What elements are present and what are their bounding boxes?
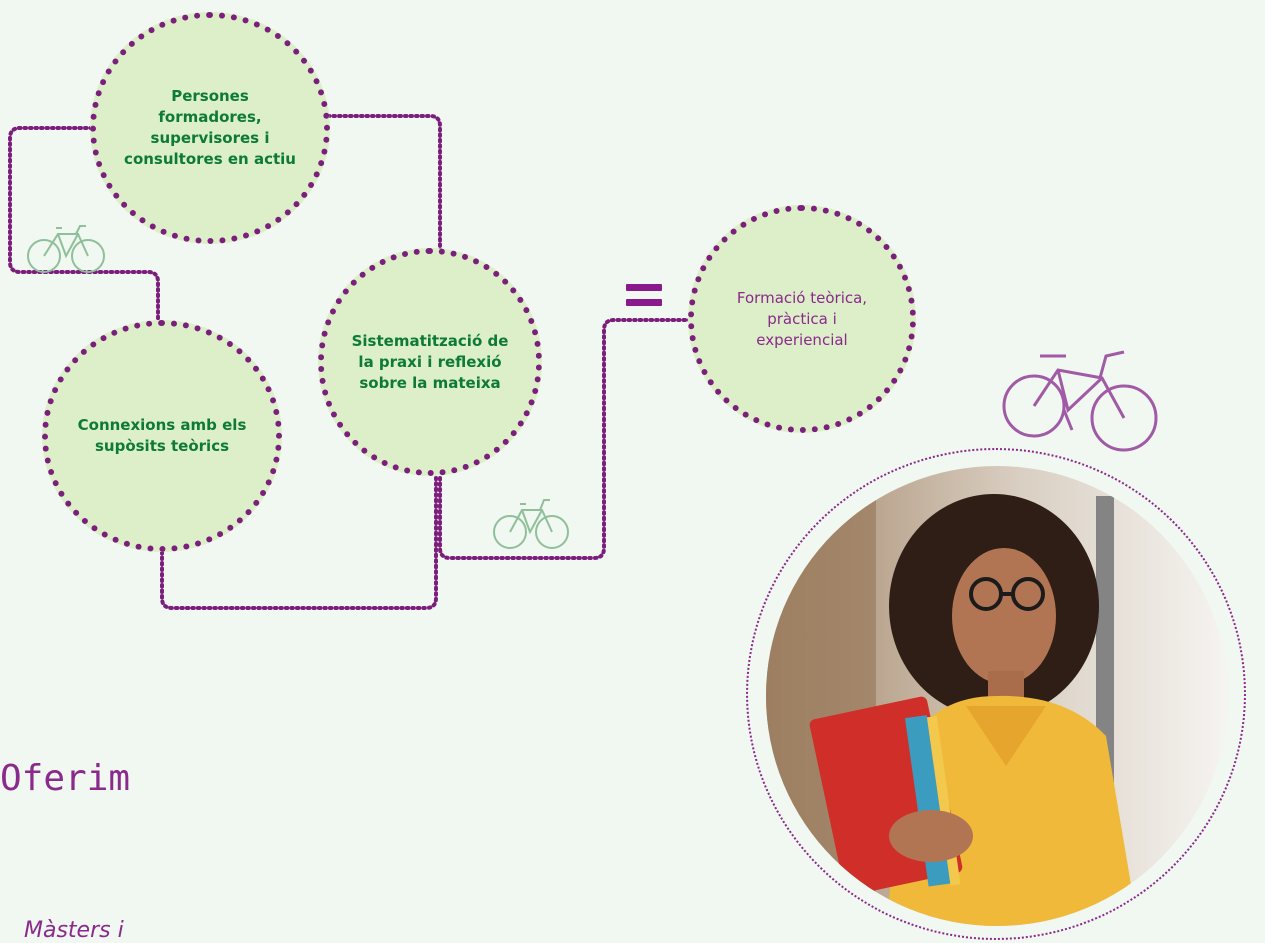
diagram-node-practitioners: Persones formadores, supervisores i cons… <box>90 12 330 244</box>
equals-icon <box>626 284 662 306</box>
node-label: Connexions amb els supòsits teòrics <box>77 416 247 455</box>
photo-frame <box>746 448 1246 940</box>
diagram-node-systematization: Sistematització de la praxi i reflexió s… <box>318 248 542 476</box>
connector-node3-node2 <box>160 476 438 610</box>
section-subtitle: Màsters i <box>24 918 124 943</box>
node-label: Persones formadores, supervisores i cons… <box>124 87 296 168</box>
node-label: Sistematització de la praxi i reflexió s… <box>351 331 509 392</box>
section-title: Oferim <box>0 758 131 799</box>
connector-node2-node4 <box>438 318 692 560</box>
diagram-node-outcome: Formació teòrica, pràctica i experiencia… <box>688 205 916 433</box>
bicycle-icon <box>1002 350 1158 452</box>
node-label: Formació teòrica, pràctica i experiencia… <box>736 288 868 349</box>
diagram-node-theory-connections: Connexions amb els supòsits teòrics <box>42 320 282 552</box>
connector-node1-node3 <box>8 126 160 324</box>
bicycle-icon <box>493 499 569 549</box>
student-photo <box>766 466 1228 926</box>
connector-node1-node2 <box>326 114 442 252</box>
bicycle-icon <box>27 225 105 273</box>
